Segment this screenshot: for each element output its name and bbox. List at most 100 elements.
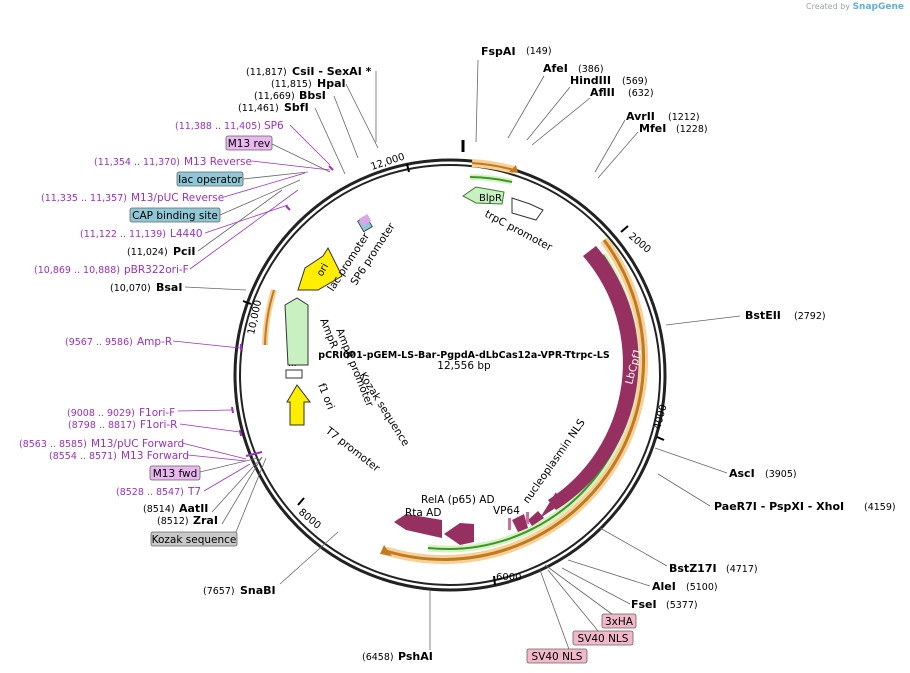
- box-m13-fwd-label: M13 fwd: [153, 468, 198, 480]
- enzyme-pshai-pos: (6458): [362, 652, 394, 663]
- enzyme-fsei: FseI: [631, 598, 657, 611]
- primer-f1ori-r-pos: (8798 .. 8817): [68, 420, 136, 431]
- primer-leader-lines: [172, 124, 331, 492]
- enzyme-zrai-pos: (8512): [157, 516, 189, 527]
- enzyme-pcii-pos: (11,024): [127, 247, 168, 258]
- enzyme-snabi: SnaBI: [240, 584, 276, 597]
- enzyme-bstz17i: BstZ17I: [669, 562, 717, 575]
- blpr-label: BlpR: [479, 193, 502, 204]
- vp64-arrow: [512, 514, 528, 532]
- enzyme-hpai-pos: (11,815): [271, 79, 312, 90]
- enzyme-csii-sexai: CsiI - SexAI *: [292, 65, 372, 78]
- box-sv40-nls-1: SV40 NLS: [572, 630, 634, 646]
- tick-2000-label: 2000: [626, 231, 653, 256]
- tick-2000-mark: [620, 225, 629, 233]
- box-lac-operator: lac operator: [176, 171, 244, 187]
- primer-sp6: SP6: [264, 120, 284, 132]
- nucleoplasmin-arrow: [528, 511, 544, 526]
- enzyme-bsai-pos: (10,070): [110, 283, 151, 294]
- enzyme-bstz17i-pos: (4717): [726, 564, 758, 575]
- enzyme-fspai: FspAI: [481, 45, 516, 58]
- box-cap-binding-site-label: CAP binding site: [132, 210, 218, 222]
- enzyme-aatii: AatII: [179, 502, 208, 515]
- sv40-nls-mark-2: [526, 512, 529, 524]
- enzyme-hindiii-pos: (569): [622, 76, 648, 87]
- backbone-inner: [239, 164, 661, 586]
- primer-l4440-pos: (11,122 .. 11,139): [80, 229, 166, 240]
- enzyme-avrii-pos: (1212): [668, 112, 700, 123]
- enzyme-alei-pos: (5100): [686, 582, 718, 593]
- rta-arrow: [394, 514, 442, 538]
- tick-4000-label: 4000: [652, 403, 669, 430]
- top-green-line: [469, 176, 513, 183]
- enzyme-bbsi-pos: (11,669): [254, 91, 295, 102]
- m13-rev-mark: [358, 214, 372, 226]
- box-m13-rev-label: M13 rev: [228, 138, 271, 150]
- box-leader-lines: [199, 142, 331, 473]
- primer-pbr322ori-f-pos: (10,869 .. 10,888): [34, 265, 120, 276]
- enzyme-asci: AscI: [729, 467, 755, 480]
- primer-t7-pos: (8528 .. 8547): [116, 487, 184, 498]
- enzyme-sbfi-pos: (11,461): [238, 103, 279, 114]
- primer-f1ori-f: F1ori-F: [139, 407, 175, 419]
- tick-8000-mark: [297, 497, 305, 506]
- enzyme-fsei-pos: (5377): [666, 600, 698, 611]
- primer-m13-puc-reverse: M13/pUC Reverse: [131, 192, 224, 204]
- primer-amp-r-pos: (9567 .. 9586): [65, 337, 133, 348]
- blpr-arrow: [462, 186, 505, 205]
- credit-text: Created by SnapGene: [806, 2, 904, 12]
- f1ori-arrow: [286, 384, 312, 426]
- primer-m13-puc-forward-pos: (8563 .. 8585): [19, 439, 87, 450]
- tick-10000-mark: [242, 300, 252, 305]
- enzyme-aflii-pos: (632): [628, 88, 654, 99]
- primer-amp-r: Amp-R: [137, 336, 172, 348]
- enzyme-sbfi: SbfI: [284, 101, 309, 114]
- plasmid-length: 12,556 bp: [437, 360, 491, 372]
- rta-label: Rta AD: [405, 507, 441, 519]
- lbcpf1-arrow-body: [548, 246, 639, 510]
- enzyme-bsteii-pos: (2792): [794, 311, 826, 322]
- plasmid-name: pCRI001-pGEM-LS-Bar-PgpdA-dLbCas12a-VPR-…: [318, 350, 610, 361]
- ori-arrow: [297, 246, 343, 291]
- primer-f1ori-f-pos: (9008 .. 9029): [67, 408, 135, 419]
- box-sv40-nls-1-label: SV40 NLS: [578, 633, 629, 645]
- enzyme-afei: AfeI: [543, 62, 568, 75]
- enzyme-bsai: BsaI: [156, 281, 182, 294]
- enzyme-pshai: PshAI: [398, 650, 433, 663]
- vp64-label: VP64: [493, 505, 520, 517]
- primer-m13-forward-pos: (8554 .. 8571): [49, 451, 117, 462]
- position-ticks: [242, 163, 665, 586]
- ampr-promoter-mark: [285, 369, 303, 379]
- primer-marks: [231, 165, 334, 457]
- box-sv40-nls-2-label: SV40 NLS: [532, 651, 583, 663]
- orange-arc-line: [385, 239, 646, 561]
- enzyme-aflii: AflII: [590, 86, 615, 99]
- primer-sp6-pos: (11,388 .. 11,405): [175, 121, 261, 132]
- leader-lines: [184, 59, 741, 653]
- box-sv40-nls-2: SV40 NLS: [526, 648, 588, 664]
- primer-l4440: L4440: [170, 228, 203, 240]
- box-m13-fwd: M13 fwd: [149, 465, 201, 481]
- backbone-outer: [233, 158, 667, 592]
- box-cap-binding-site: CAP binding site: [129, 207, 221, 223]
- enzyme-bbsi: BbsI: [299, 89, 326, 102]
- enzyme-avrii: AvrII: [626, 110, 655, 123]
- snapgene-logo: SnapGene: [852, 2, 904, 12]
- box-3xha: 3xHA: [601, 613, 637, 629]
- tick-6000-mark: [493, 575, 496, 586]
- primer-f1ori-r: F1ori-R: [140, 419, 177, 431]
- primer-pbr322ori-f: pBR322ori-F: [124, 264, 189, 276]
- enzyme-mfei: MfeI: [639, 122, 666, 135]
- enzyme-hpai: HpaI: [317, 77, 346, 90]
- enzyme-snabi-pos: (7657): [203, 586, 235, 597]
- rela-arrow: [444, 523, 474, 545]
- f1ori-label: f1 ori: [315, 382, 336, 412]
- rela-label: RelA (p65) AD: [421, 494, 495, 506]
- box-kozak-sequence: Kozak sequence: [150, 531, 238, 547]
- sv40-nls-mark-1: [508, 518, 511, 530]
- ampr-dots-label: ...: [288, 359, 297, 369]
- tick-6000-label: 6000: [496, 572, 521, 583]
- enzyme-mfei-pos: (1228): [676, 124, 708, 135]
- primer-m13-reverse-pos: (11,354 .. 11,370): [94, 157, 180, 168]
- primer-m13-forward: M13 Forward: [121, 450, 189, 462]
